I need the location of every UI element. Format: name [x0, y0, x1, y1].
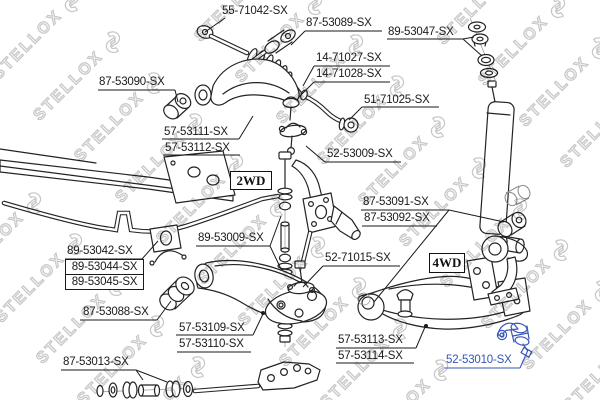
part-label-57-53113-sx[interactable]: 57-53113-SX: [338, 334, 403, 346]
part-label-87-53090-sx[interactable]: 87-53090-SX: [99, 76, 165, 88]
part-label-89-53047-sx[interactable]: 89-53047-SX: [388, 26, 454, 38]
stabilizer-link-stack-drawing: [277, 151, 293, 347]
part-label-52-53009-sx[interactable]: 52-53009-SX: [327, 148, 393, 160]
part-label-52-53010-sx-selected[interactable]: 52-53010-SX: [446, 354, 512, 366]
lower-control-arm-2wd-drawing: [194, 260, 328, 325]
part-label-51-71025-sx[interactable]: 51-71025-SX: [364, 94, 430, 106]
part-label-89-53045-sx[interactable]: 89-53045-SX: [65, 274, 144, 290]
part-label-57-53110-sx[interactable]: 57-53110-SX: [179, 338, 244, 350]
crossmember-sway-bar-drawing: [0, 148, 281, 266]
lower-arm-bushing-drawing: [159, 276, 195, 311]
part-label-87-53089-sx[interactable]: 87-53089-SX: [306, 17, 372, 29]
part-label-89-53042-sx[interactable]: 89-53042-SX: [67, 245, 133, 257]
leader-lines: [135, 17, 529, 383]
upper-control-arm-2wd-drawing: [194, 29, 300, 121]
part-label-57-53114-sx[interactable]: 57-53114-SX: [338, 350, 403, 362]
lower-control-arm-4wd-drawing: [357, 256, 531, 330]
upper-arm-bushing-drawing: [163, 93, 192, 120]
part-label-87-53013-sx[interactable]: 87-53013-SX: [63, 356, 129, 368]
part-label-57-53111-sx[interactable]: 57-53111-SX: [164, 126, 228, 138]
part-label-14-71027-sx[interactable]: 14-71027-SX: [316, 52, 382, 64]
part-label-55-71042-sx[interactable]: 55-71042-SX: [222, 5, 288, 17]
steering-knuckle-drawing: [291, 159, 361, 265]
part-label-89-53044-sx[interactable]: 89-53044-SX: [65, 259, 144, 275]
part-label-57-53112-sx[interactable]: 57-53112-SX: [165, 142, 230, 154]
sway-bar-link-parts-drawing: [96, 361, 321, 399]
part-label-89-53009-sx[interactable]: 89-53009-SX: [198, 232, 264, 244]
part-label-52-71015-sx[interactable]: 52-71015-SX: [325, 252, 391, 264]
badge-4wd: 4WD: [429, 253, 465, 273]
part-label-87-53091-sx[interactable]: 87-53091-SX: [363, 196, 429, 208]
stabilizer-bushing-drawing: [149, 224, 182, 253]
part-label-87-53092-sx[interactable]: 87-53092-SX: [364, 212, 430, 224]
upper-ball-joint-drawing: [278, 122, 308, 156]
part-label-14-71028-sx[interactable]: 14-71028-SX: [316, 68, 382, 80]
upper-control-arm-4wd-drawing: [481, 184, 531, 306]
selected-ball-joint-drawing: [496, 322, 533, 358]
badge-2wd: 2WD: [230, 171, 272, 190]
shock-mount-washers-drawing: [467, 17, 499, 83]
part-label-87-53088-sx[interactable]: 87-53088-SX: [83, 306, 149, 318]
part-label-57-53109-sx[interactable]: 57-53109-SX: [179, 322, 245, 334]
